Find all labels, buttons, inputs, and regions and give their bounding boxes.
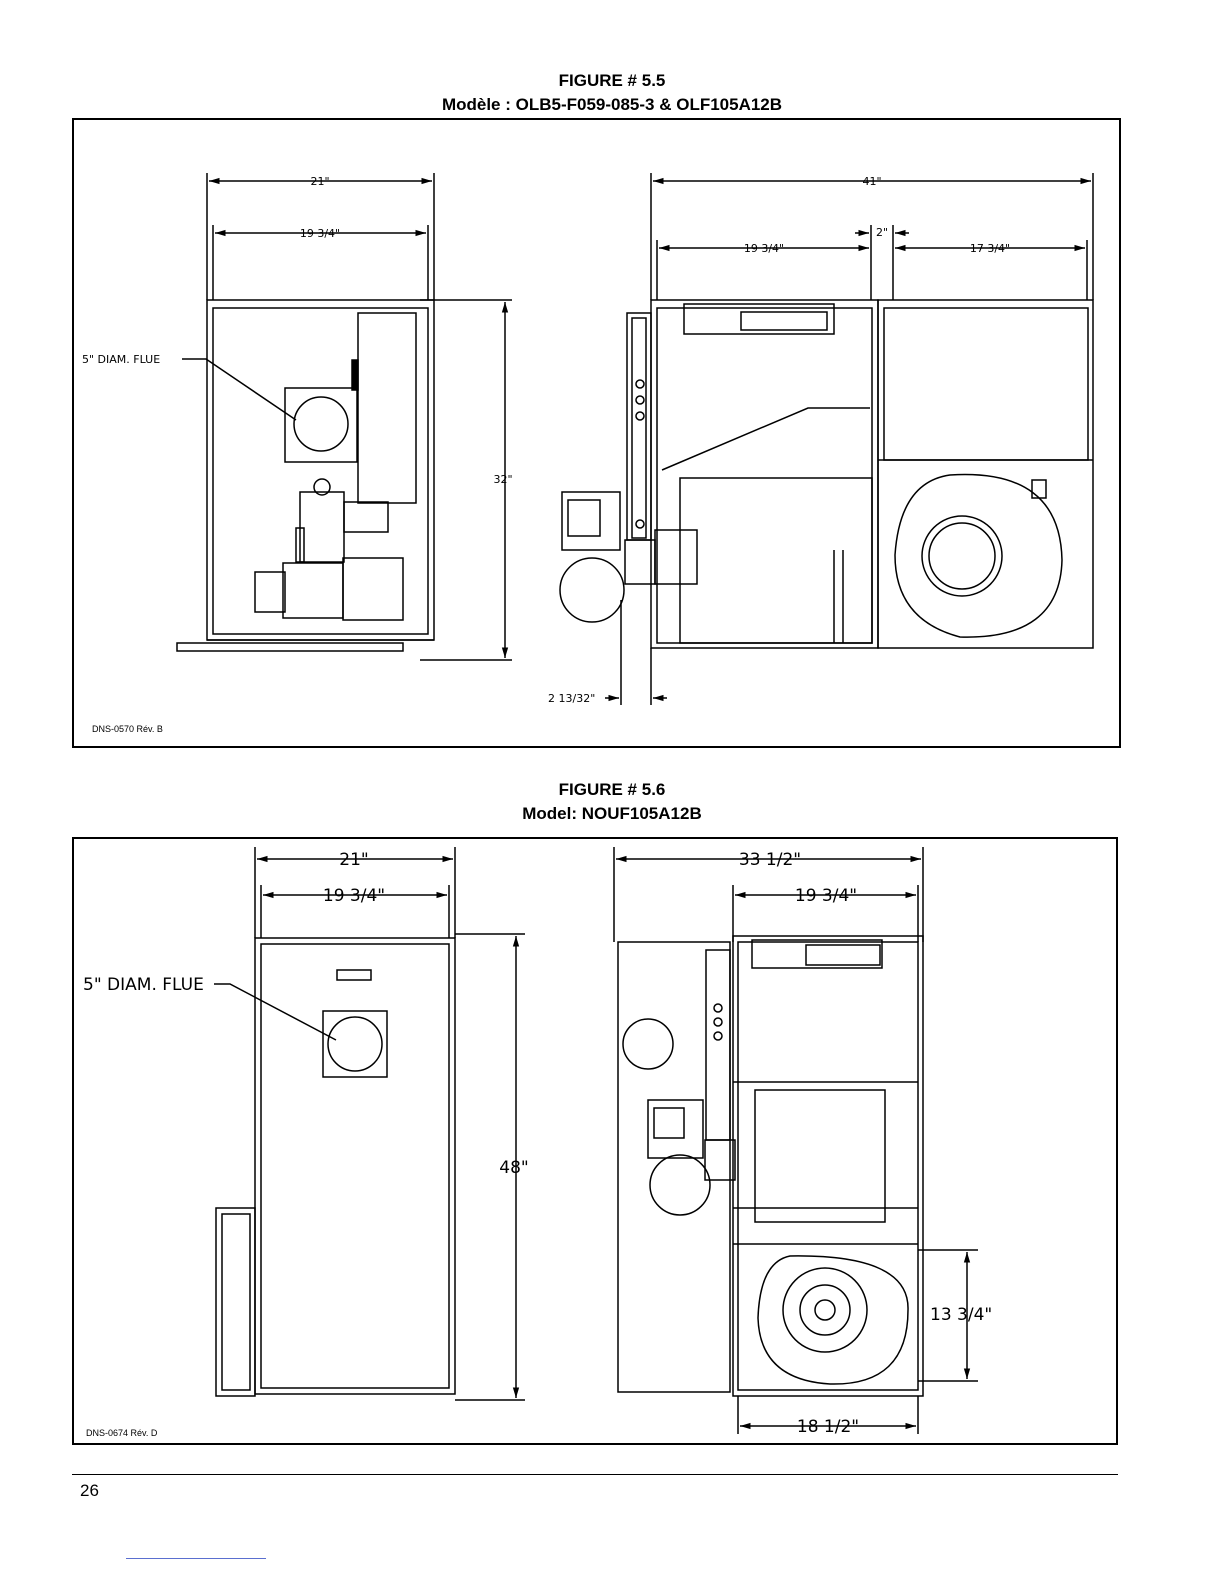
- fig1-front-height: 32": [493, 473, 512, 486]
- fig2-front-height: 48": [499, 1158, 528, 1178]
- fig1-side-view: [560, 173, 1093, 705]
- fig1-front-width-outer: 21": [310, 175, 329, 188]
- fig1-flue-label: 5" DIAM. FLUE: [82, 353, 160, 366]
- fig1-side-width-right: 17 3/4": [970, 242, 1010, 255]
- fig1-drawing-number: DNS-0570 Rév. B: [92, 724, 163, 734]
- fig2-front-width-inner: 19 3/4": [323, 886, 385, 906]
- fig2-side-blower-width: 18 1/2": [797, 1417, 859, 1437]
- fig1-front-width-inner: 19 3/4": [300, 227, 340, 240]
- page-number: 26: [80, 1481, 99, 1501]
- fig1-side-width-left: 19 3/4": [744, 242, 784, 255]
- fig1-side-gap: 2": [876, 226, 888, 239]
- footer-blue-line: [126, 1558, 266, 1559]
- fig2-side-width-total: 33 1/2": [739, 850, 801, 870]
- footer-rule: [72, 1474, 1118, 1475]
- fig1-side-width-total: 41": [862, 175, 881, 188]
- fig2-side-width-inner: 19 3/4": [795, 886, 857, 906]
- fig2-side-view: [614, 847, 978, 1434]
- fig2-side-blower-height: 13 3/4": [930, 1305, 992, 1325]
- fig1-front-view: [177, 173, 512, 660]
- fig2-front-width-outer: 21": [339, 850, 368, 870]
- fig2-drawing-number: DNS-0674 Rév. D: [86, 1428, 157, 1438]
- fig2-flue-label: 5" DIAM. FLUE: [83, 975, 204, 995]
- fig1-side-offset: 2 13/32": [548, 692, 595, 705]
- fig2-front-view: [214, 847, 525, 1400]
